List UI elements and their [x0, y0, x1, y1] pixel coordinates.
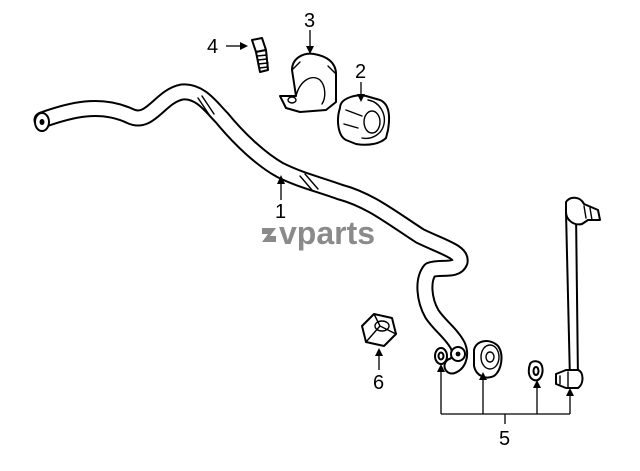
link-rod[interactable] — [565, 211, 579, 381]
callout-6: 6 — [373, 372, 384, 394]
bracket-bolt[interactable] — [251, 37, 269, 73]
bushing-bracket[interactable] — [279, 52, 337, 113]
stabilizer-link-kit[interactable] — [434, 196, 601, 389]
callout-4: 4 — [207, 36, 218, 58]
watermark-text: vparts — [279, 215, 375, 251]
nut[interactable] — [361, 313, 397, 347]
bushing[interactable] — [337, 94, 390, 146]
callout-2: 2 — [355, 61, 366, 83]
link-bushing[interactable] — [473, 340, 503, 379]
callout-3: 3 — [304, 10, 315, 32]
watermark: vparts — [262, 215, 375, 251]
stabilizer-bar[interactable] — [33, 83, 469, 375]
leader-lines — [226, 30, 574, 424]
callout-5: 5 — [499, 428, 510, 450]
callout-1: 1 — [275, 201, 286, 223]
